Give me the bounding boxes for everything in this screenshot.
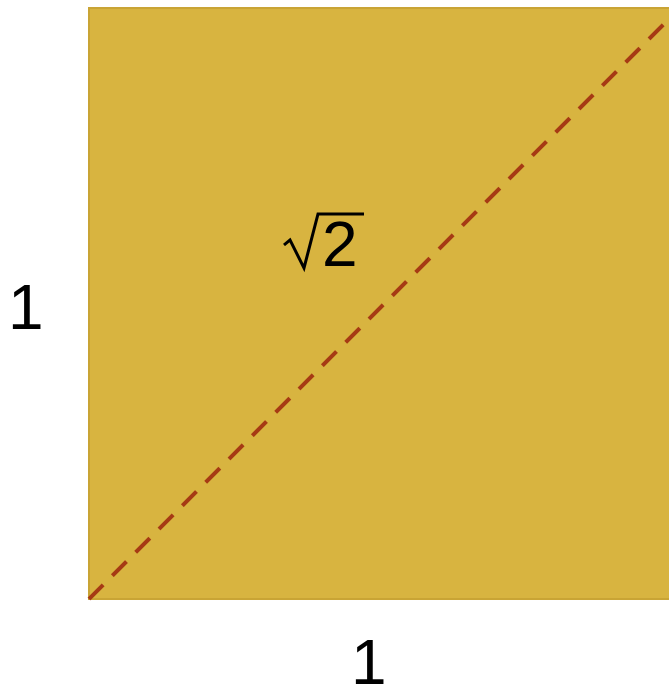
sqrt-two-number: 2 — [322, 208, 358, 280]
diagonal-dashed-line — [87, 17, 669, 601]
bottom-side-label: 1 — [351, 626, 387, 689]
left-side-label: 1 — [8, 271, 44, 343]
unit-square — [88, 7, 669, 600]
sqrt-two-label: 2 — [283, 208, 364, 280]
radical-sign — [283, 212, 364, 273]
